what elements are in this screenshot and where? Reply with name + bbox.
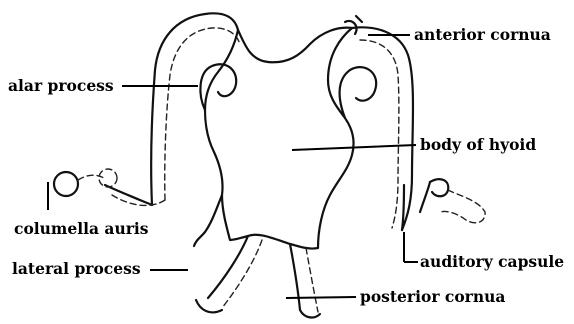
posterior-cornua-left-end bbox=[196, 300, 222, 312]
auditory-capsule-left-wall bbox=[402, 185, 404, 230]
posterior-cornua-right bbox=[290, 244, 300, 310]
posterior-cornua-left bbox=[208, 236, 248, 298]
alar-process-right bbox=[340, 67, 377, 118]
columella-auris-dashed-link bbox=[78, 175, 104, 180]
label-auditory-capsule: auditory capsule bbox=[420, 252, 564, 271]
anterior-cornua-tip-mark bbox=[356, 16, 362, 22]
label-anterior-cornua: anterior cornua bbox=[414, 25, 551, 44]
auditory-capsule-right-wall bbox=[420, 182, 430, 212]
hyoid-body-outline bbox=[205, 28, 354, 249]
leader-posterior-cornua bbox=[286, 297, 356, 298]
label-lateral-process: lateral process bbox=[12, 259, 141, 278]
auditory-capsule-outline bbox=[440, 190, 485, 223]
auditory-capsule-loop bbox=[430, 179, 448, 196]
label-posterior-cornua: posterior cornua bbox=[360, 287, 505, 306]
posterior-cornua-right-end bbox=[300, 310, 320, 317]
columella-auris-footplate bbox=[54, 172, 78, 196]
lateral-process bbox=[194, 195, 222, 246]
posterior-cornua-right-inner bbox=[306, 248, 318, 312]
label-body-of-hyoid: body of hyoid bbox=[420, 135, 536, 154]
columella-auris-stapes bbox=[99, 169, 117, 187]
label-alar-process: alar process bbox=[8, 76, 114, 95]
label-columella-auris: columella auris bbox=[14, 219, 149, 238]
